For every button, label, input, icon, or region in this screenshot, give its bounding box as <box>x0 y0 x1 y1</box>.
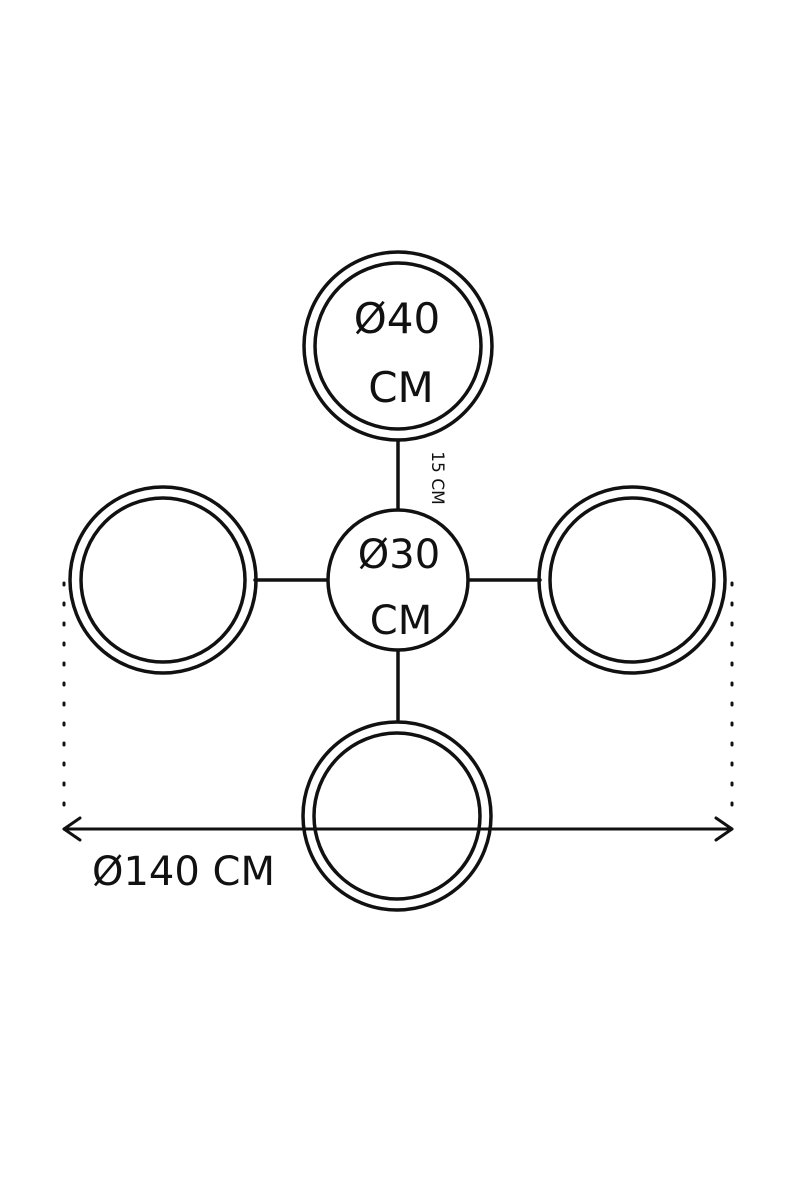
top-ring <box>302 250 494 442</box>
right-ring <box>537 485 727 675</box>
top-ring-diameter-label: Ø40 <box>354 294 441 343</box>
connector-length-label: 15 CM <box>427 451 447 505</box>
center-disc-unit-label: CM <box>370 598 432 644</box>
overall-width-label: Ø140 CM <box>92 849 275 895</box>
center-disc <box>326 508 470 652</box>
bottom-ring <box>301 720 493 912</box>
top-ring-unit-label: CM <box>368 363 434 412</box>
width-dimension-arrow <box>62 816 734 842</box>
left-ring <box>68 485 258 675</box>
center-disc-diameter-label: Ø30 <box>358 532 440 578</box>
